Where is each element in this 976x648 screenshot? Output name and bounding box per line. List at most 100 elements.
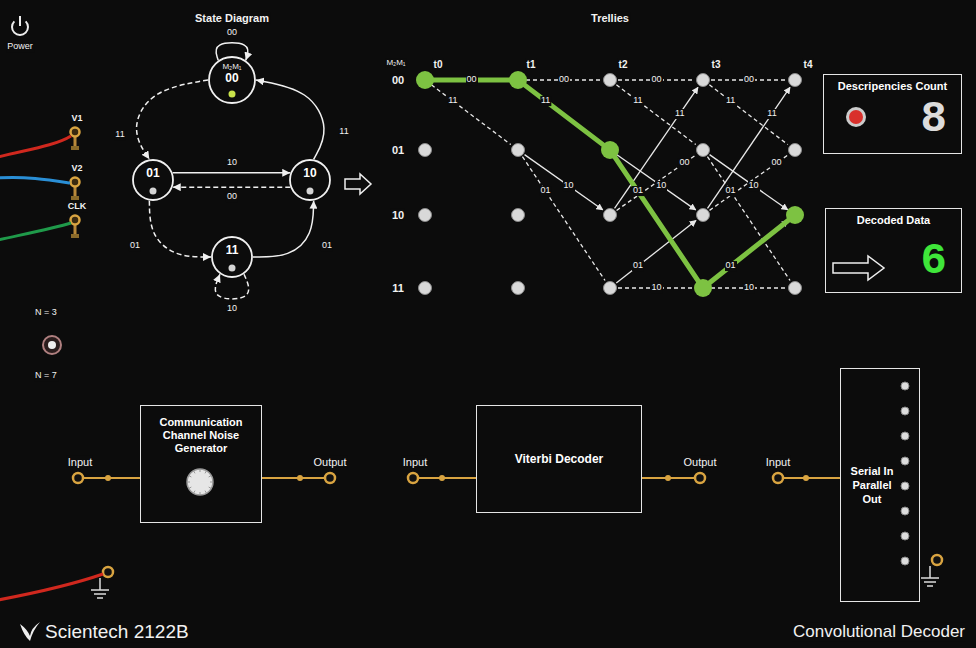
output-led xyxy=(901,457,909,465)
ground-stem xyxy=(929,566,931,578)
trellis-dot xyxy=(789,282,802,295)
state-ring xyxy=(209,57,255,103)
state-transition xyxy=(173,186,291,188)
branch-label: 00 xyxy=(650,75,662,85)
socket xyxy=(932,555,942,565)
survivor-path xyxy=(431,80,790,284)
edge-label: 01 xyxy=(129,241,141,251)
trellis-dot xyxy=(604,209,617,222)
trellis-dot xyxy=(604,282,617,295)
trellis-branch xyxy=(615,87,698,208)
trellis-dot xyxy=(419,144,432,157)
branch-label: 10 xyxy=(655,181,667,191)
hollow-arrow xyxy=(833,256,884,280)
terminal-base xyxy=(71,234,79,238)
power-bar xyxy=(19,16,21,26)
trellis-dot xyxy=(604,74,617,87)
survivor-dot xyxy=(786,206,804,224)
time-label: t3 xyxy=(711,59,722,70)
socket xyxy=(103,567,113,577)
output-led xyxy=(901,507,909,515)
output-led xyxy=(901,382,909,390)
trellis-dot xyxy=(789,144,802,157)
ground-bar xyxy=(927,585,933,587)
knob-ridge xyxy=(189,476,192,478)
knob-ridge xyxy=(210,482,213,483)
state-led xyxy=(229,91,236,98)
trellis-branch xyxy=(617,155,696,210)
socket-lead xyxy=(262,477,325,479)
branch-label: 10 xyxy=(743,283,755,293)
panel-title: Decoded Data xyxy=(832,214,955,227)
socket xyxy=(408,473,418,483)
socket-lead xyxy=(418,477,476,479)
socket xyxy=(73,473,83,483)
section-title: State Diagram xyxy=(194,12,270,24)
socket xyxy=(773,473,783,483)
socket xyxy=(695,473,705,483)
panel-label: Power xyxy=(6,42,34,52)
socket-lead xyxy=(783,477,840,479)
knob-ridge xyxy=(194,491,196,494)
power-icon xyxy=(12,16,28,35)
state-led xyxy=(229,265,236,272)
edge-label: 01 xyxy=(321,241,333,251)
branch-label: 01 xyxy=(540,186,552,196)
knob-ridge xyxy=(205,491,207,494)
terminal-ring xyxy=(71,178,80,187)
branch-label: 11 xyxy=(632,96,643,106)
knob-ridge xyxy=(209,476,212,478)
knob-ridge xyxy=(200,469,201,472)
branch-label: 01 xyxy=(725,186,737,196)
axis-title: M₂M₁ xyxy=(385,59,406,68)
state-value: 01 xyxy=(146,167,159,180)
time-label: t1 xyxy=(526,59,537,70)
survivor-dot xyxy=(694,279,712,297)
branch-label: 00 xyxy=(743,75,755,85)
state-register-label: M₂M₁ xyxy=(222,63,241,72)
edge-label: 11 xyxy=(114,130,125,140)
trellis-branch xyxy=(616,85,695,145)
branch-label: 00 xyxy=(771,158,783,168)
state-led xyxy=(150,188,157,195)
terminal-label: CLK xyxy=(67,202,88,212)
trellis-branch xyxy=(709,85,787,145)
output-led xyxy=(901,557,909,565)
knob-ridge xyxy=(209,487,212,489)
trellis-branch xyxy=(525,155,603,210)
v1-terminal xyxy=(71,128,80,151)
state-transition xyxy=(137,80,208,159)
socket-pin xyxy=(105,475,111,481)
port-label: Input xyxy=(402,456,428,468)
branch-label: 00 xyxy=(558,75,570,85)
noise-knob xyxy=(187,469,213,495)
green-wire xyxy=(0,223,71,240)
trellis-dot xyxy=(419,282,432,295)
branch-label: 11 xyxy=(447,96,458,106)
state-value: 10 xyxy=(303,167,316,180)
trellis-branches xyxy=(431,80,790,288)
ground-stem xyxy=(99,578,101,590)
v2-terminal xyxy=(71,178,80,201)
branch-label: 11 xyxy=(725,96,736,106)
seven-segment-digit: 8 xyxy=(830,97,955,141)
trellis-branch xyxy=(708,87,790,208)
socket-lead xyxy=(83,477,140,479)
sipo-box: Serial In Parallel Out xyxy=(840,368,920,602)
state-value: 00 xyxy=(225,72,238,85)
section-title: Trellies xyxy=(590,12,630,24)
knob-ridge xyxy=(200,492,201,495)
counter-panel: Descripencies Count8 xyxy=(823,74,962,154)
trellis-dot xyxy=(789,74,802,87)
state-transition xyxy=(253,201,314,257)
trellis-nodes xyxy=(416,71,804,297)
state-ring xyxy=(133,160,173,200)
branch-label: 00 xyxy=(678,158,690,168)
edge-label: 11 xyxy=(338,127,349,137)
output-led xyxy=(901,407,909,415)
time-label: t0 xyxy=(433,59,444,70)
socket-pin xyxy=(665,475,671,481)
state-transition xyxy=(173,172,291,174)
